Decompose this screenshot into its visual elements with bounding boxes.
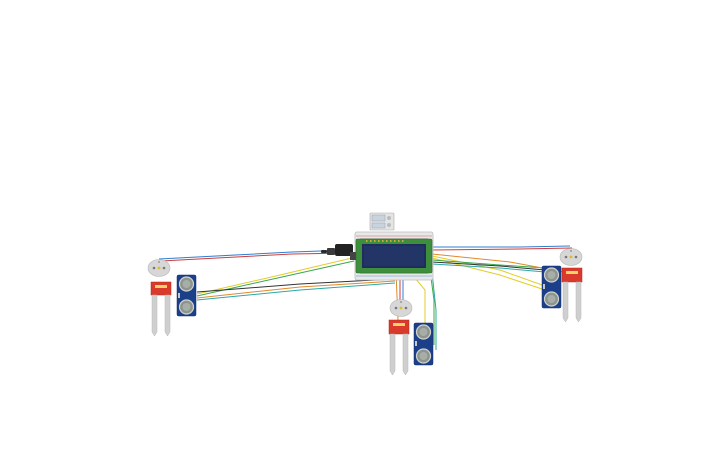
ultrasonic-sensor-left[interactable] bbox=[176, 274, 197, 317]
wire-teal[interactable] bbox=[431, 263, 546, 273]
usb-plug-icon bbox=[321, 250, 327, 253]
soil-sensor-icon bbox=[561, 267, 583, 283]
wire-black[interactable] bbox=[196, 278, 396, 293]
moisture-sensor-center[interactable] bbox=[388, 319, 410, 376]
moisture-sensor-left[interactable] bbox=[150, 281, 172, 337]
wire-yellow[interactable] bbox=[431, 255, 546, 287]
servo-right[interactable] bbox=[559, 248, 583, 266]
usb-plug[interactable] bbox=[321, 244, 358, 260]
servo-center[interactable] bbox=[389, 299, 413, 317]
wire-teal[interactable] bbox=[196, 282, 396, 301]
rtc-module[interactable] bbox=[369, 212, 395, 231]
wire-blue[interactable] bbox=[432, 245, 571, 248]
chip-icon bbox=[387, 216, 391, 220]
wire-orange[interactable] bbox=[196, 280, 396, 299]
wire-teal[interactable] bbox=[431, 271, 437, 350]
wires bbox=[158, 245, 573, 350]
wire-red[interactable] bbox=[431, 247, 573, 251]
wire-black[interactable] bbox=[431, 261, 546, 271]
lcd-display[interactable] bbox=[355, 238, 433, 274]
soil-sensor-icon bbox=[388, 319, 410, 335]
wire-green[interactable] bbox=[196, 260, 355, 297]
servo-left[interactable] bbox=[147, 259, 171, 277]
wire-yellow[interactable] bbox=[196, 257, 353, 295]
moisture-sensor-right[interactable] bbox=[561, 267, 583, 323]
ultrasonic-sensor-right[interactable] bbox=[541, 265, 562, 309]
wire-green[interactable] bbox=[431, 259, 546, 269]
soil-sensor-icon bbox=[150, 281, 172, 296]
ultrasonic-sensor-center[interactable] bbox=[413, 322, 434, 366]
